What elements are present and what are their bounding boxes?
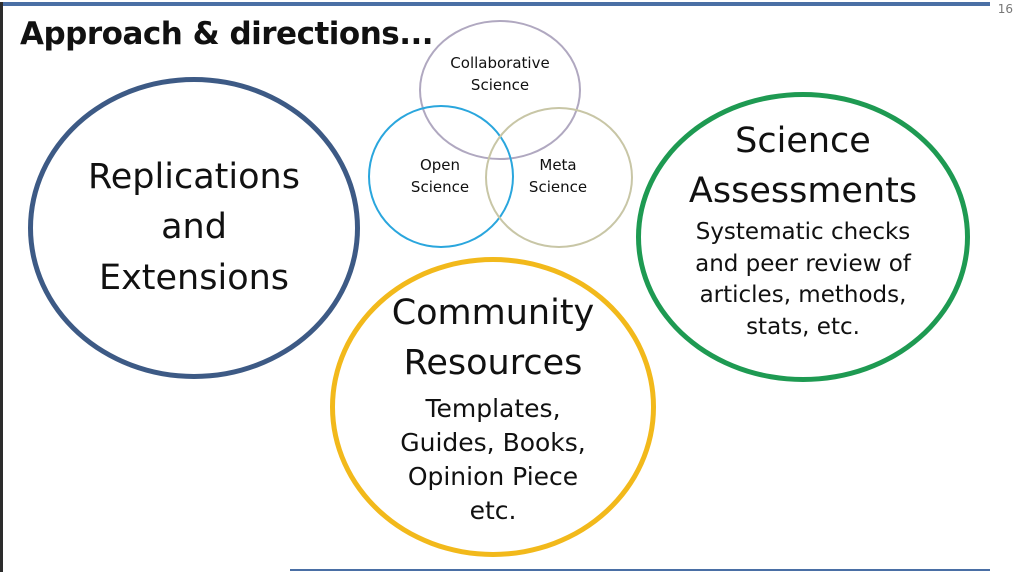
replications-line-2: and [161,207,227,248]
community-detail-line-4: etc. [469,496,517,525]
science-detail-line-4: stats, etc. [746,314,860,341]
collaborative-science-label: Collaborative Science [419,53,581,97]
community-detail-line-3: Opinion Piece [407,462,579,491]
science-assessments-circle [636,92,970,382]
community-resources-circle [330,257,656,557]
collaborative-line-1: Collaborative [450,54,550,72]
community-heading-line-2: Resources [403,343,583,384]
community-detail-line-2: Guides, Books, [400,428,586,457]
community-heading-line-1: Community [391,293,595,333]
open-line-2: Science [410,177,470,196]
replications-line-1: Replications [88,157,300,197]
science-heading-line-2: Assessments [688,171,918,212]
community-resources-detail: Templates, Guides, Books, Opinion Piece … [330,392,656,528]
page-number: 16 [997,2,1013,16]
science-detail-line-1: Systematic checks [695,219,911,245]
science-assessments-detail: Systematic checks and peer review of art… [636,217,970,344]
open-line-1: Open [419,156,461,174]
meta-science-circle [485,107,633,248]
top-border-line [0,2,990,6]
collaborative-line-2: Science [470,75,530,94]
left-border-line [0,2,3,572]
replications-circle [28,77,360,379]
science-detail-line-2: and peer review of [695,250,911,277]
slide-title: Approach & directions... [20,16,434,52]
meta-line-1: Meta [539,156,577,174]
science-detail-line-3: articles, methods, [699,282,907,309]
replications-line-3: Extensions [98,257,290,298]
open-science-label: Open Science [390,155,490,199]
community-resources-heading: Community Resources [330,288,656,389]
community-detail-line-1: Templates, [425,394,561,423]
replications-label: Replications and Extensions [28,152,360,303]
science-heading-line-1: Science [735,121,871,161]
science-assessments-heading: Science Assessments [636,116,970,217]
bottom-border-line [290,569,990,571]
meta-science-label: Meta Science [508,155,608,199]
meta-line-2: Science [528,177,588,196]
